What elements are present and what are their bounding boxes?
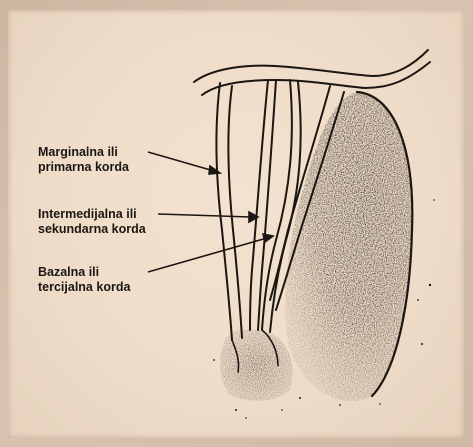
- arrow-marginal: [148, 152, 220, 174]
- leaflet-shape: [285, 92, 412, 401]
- label-basal-line1: Bazalna ili: [38, 265, 130, 280]
- label-marginal-line2: primarna korda: [38, 160, 129, 175]
- label-intermediate-line2: sekundarna korda: [38, 222, 146, 237]
- label-intermediate-line1: Intermedijalna ili: [38, 207, 146, 222]
- arrow-intermediate: [158, 212, 258, 222]
- label-marginal-chord: Marginalna ili primarna korda: [38, 145, 129, 175]
- label-basal-line2: tercijalna korda: [38, 280, 130, 295]
- label-basal-chord: Bazalna ili tercijalna korda: [38, 265, 130, 295]
- label-intermediate-chord: Intermedijalna ili sekundarna korda: [38, 207, 146, 237]
- label-marginal-line1: Marginalna ili: [38, 145, 129, 160]
